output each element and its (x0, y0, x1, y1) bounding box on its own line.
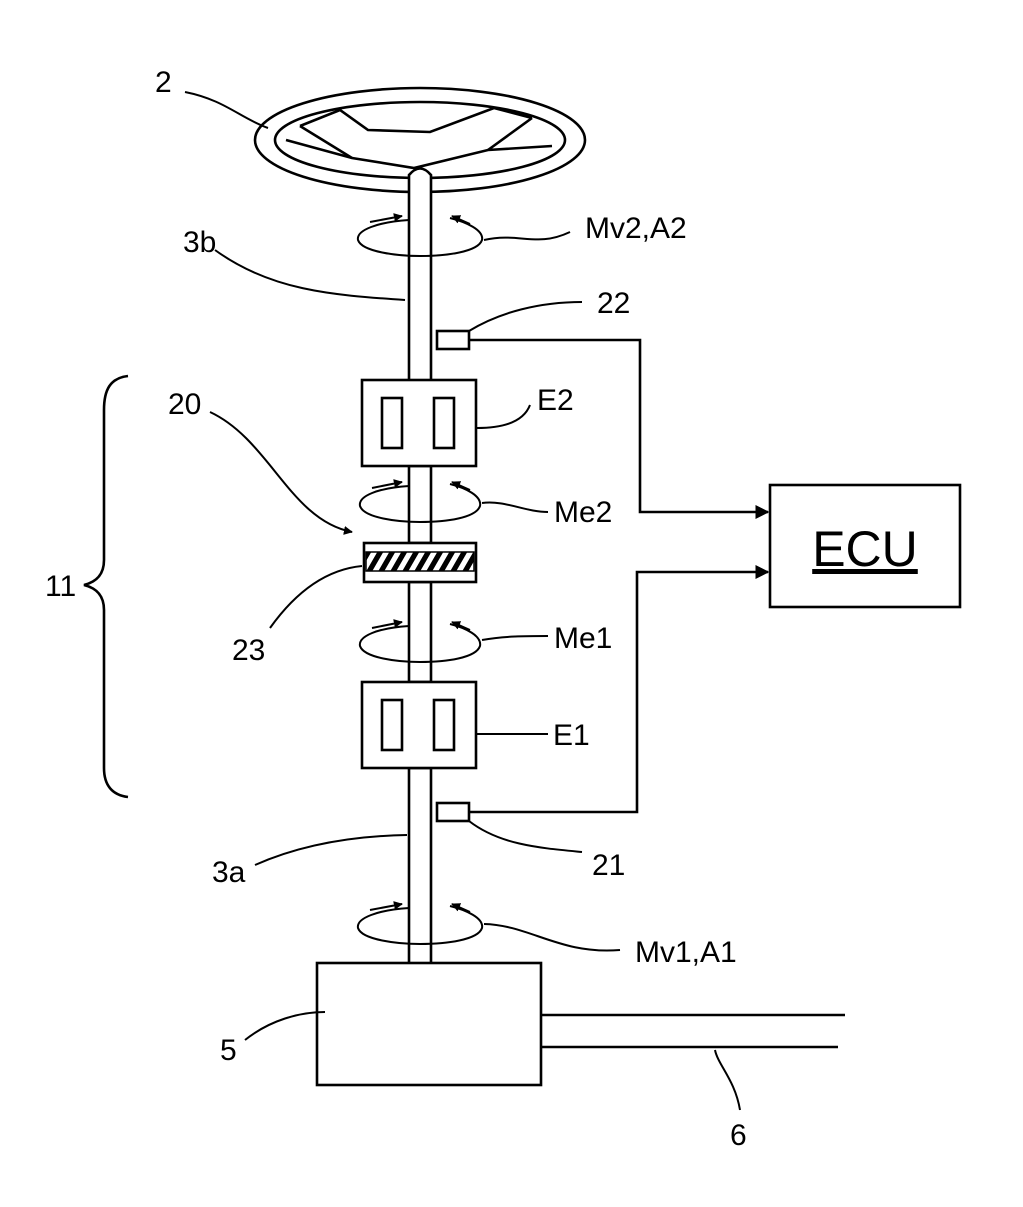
label-torque-lower: Mv1,A1 (635, 936, 737, 969)
sensor-22 (435, 329, 471, 351)
leader-me2 (481, 501, 549, 513)
leader-5 (244, 1011, 326, 1041)
coupling-23 (362, 541, 478, 584)
label-gearbox: 5 (220, 1034, 237, 1067)
wire-22-ecu (469, 338, 770, 519)
label-lower-shaft: 3a (212, 856, 246, 889)
leader-me1 (481, 635, 549, 641)
torque-arrow-e2 (358, 479, 482, 524)
shaft-lower-middle (407, 580, 433, 684)
label-torque-upper: Mv2,A2 (585, 212, 687, 245)
motor-e1 (360, 680, 478, 770)
torque-arrow-lower (356, 901, 484, 946)
shaft-lower-3a (407, 766, 433, 966)
wire-21-ecu (469, 565, 770, 814)
label-rack: 6 (730, 1119, 747, 1152)
shaft-upper-3b (407, 167, 433, 380)
leader-mv1 (483, 923, 621, 952)
leader-6 (714, 1049, 741, 1111)
label-motor-upper: E2 (537, 384, 574, 417)
label-sensor-upper: 22 (597, 287, 630, 320)
label-coupling: 23 (232, 634, 265, 667)
sensor-21 (435, 801, 471, 823)
leader-22 (468, 301, 583, 332)
leader-e2 (476, 404, 531, 429)
label-sensor-lower: 21 (592, 849, 625, 882)
leader-3b (214, 249, 406, 301)
label-motor-lower: E1 (553, 719, 590, 752)
label-steering-wheel: 2 (155, 66, 172, 99)
brace-11 (83, 374, 129, 799)
gearbox-5 (315, 961, 543, 1087)
label-module: 11 (45, 570, 76, 603)
label-torque-e1: Me1 (554, 622, 612, 655)
label-torque-e2: Me2 (554, 496, 612, 529)
motor-e2 (360, 378, 478, 468)
ecu-box: ECU (768, 483, 962, 609)
label-upper-shaft: 3b (183, 226, 216, 259)
leader-2 (184, 91, 269, 129)
leader-20 (209, 411, 353, 535)
leader-mv2 (483, 231, 571, 241)
leader-23 (269, 565, 363, 629)
label-assembly: 20 (168, 388, 201, 421)
shaft-upper-middle (407, 464, 433, 545)
leader-3a (254, 834, 408, 866)
leader-21 (468, 820, 583, 853)
torque-arrow-upper (356, 213, 484, 258)
ecu-label: ECU (812, 521, 918, 577)
torque-arrow-e1 (358, 619, 482, 664)
